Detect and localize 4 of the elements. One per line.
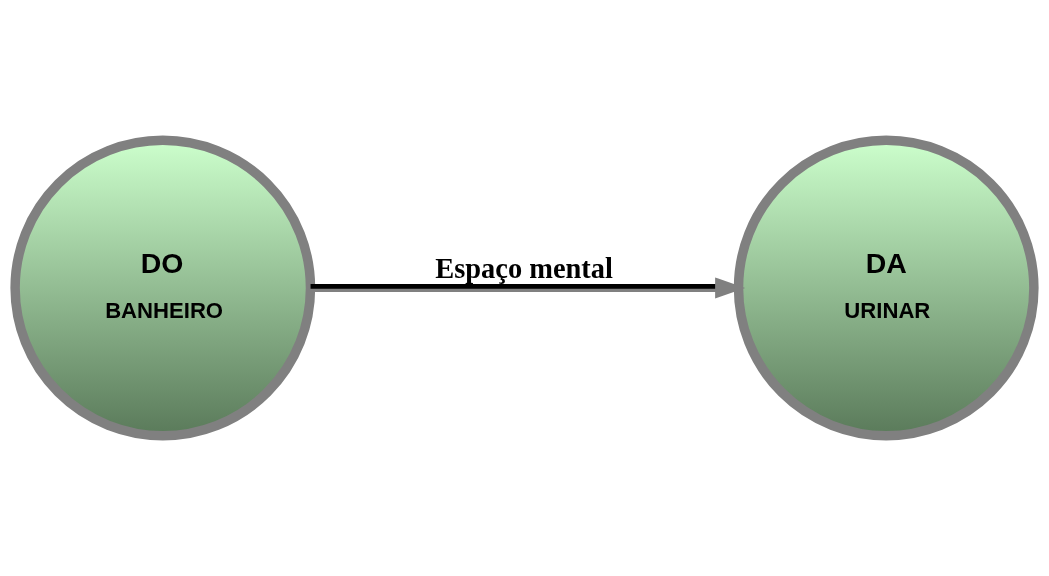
node-circle: DA URINAR bbox=[733, 135, 1039, 441]
node-circle: DO BANHEIRO bbox=[10, 135, 316, 441]
arrow bbox=[310, 277, 746, 299]
edge-label: Espaço mental bbox=[435, 252, 613, 284]
